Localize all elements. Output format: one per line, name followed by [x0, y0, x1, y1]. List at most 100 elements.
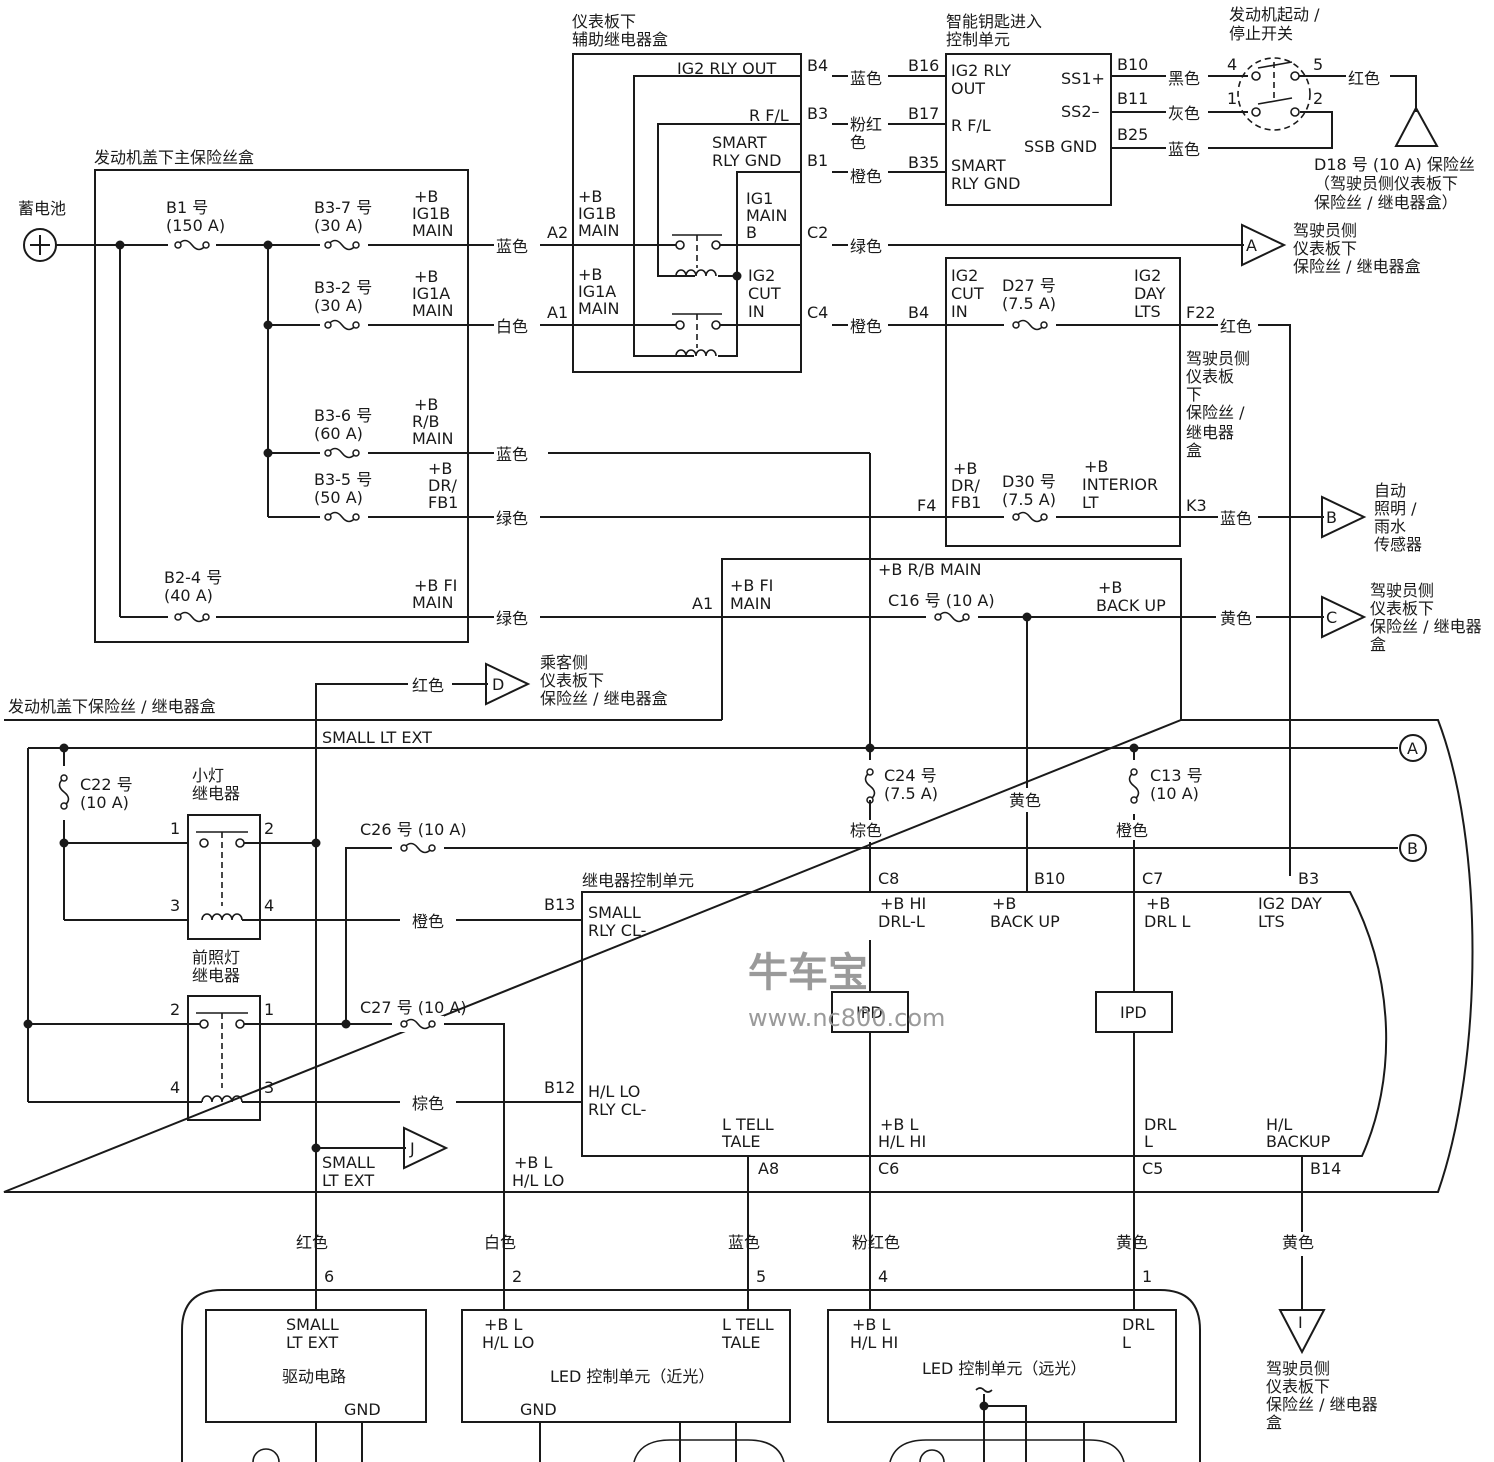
svg-text:B35: B35	[908, 153, 939, 172]
wire-color-f22: 红色	[1220, 317, 1252, 336]
wire-color-b4: 蓝色	[850, 69, 882, 88]
svg-text:+B FI: +B FI	[730, 576, 773, 595]
svg-text:仪表板下: 仪表板下	[1266, 1377, 1330, 1396]
svg-text:1: 1	[264, 1000, 274, 1019]
wire-color-c24: 棕色	[850, 821, 882, 840]
led-high-beam-title: LED 控制单元（远光）	[922, 1359, 1086, 1378]
svg-text:继电器: 继电器	[192, 784, 240, 803]
svg-text:+B: +B	[578, 265, 602, 284]
wire-color-c4: 橙色	[850, 317, 882, 336]
svg-text:B3: B3	[1298, 869, 1319, 888]
svg-text:2: 2	[170, 1000, 180, 1019]
svg-text:保险丝 / 继电器: 保险丝 / 继电器	[1370, 617, 1482, 636]
svg-text:B4: B4	[807, 56, 828, 75]
connector-d-label: 乘客侧 仪表板下 保险丝 / 继电器盒	[540, 653, 668, 708]
aux-relay-internals	[574, 75, 801, 357]
svg-text:FB1: FB1	[428, 493, 458, 512]
svg-text:GND: GND	[520, 1400, 557, 1419]
fuse-b3-7-rating: (30 A)	[314, 216, 363, 235]
svg-text:+B: +B	[1146, 894, 1170, 913]
svg-text:C: C	[1326, 608, 1337, 627]
svg-text:+B: +B	[414, 395, 438, 414]
connector-a	[1241, 223, 1287, 267]
watermark-brand: 牛车宝	[748, 950, 868, 996]
svg-text:+B L: +B L	[880, 1115, 918, 1134]
svg-text:OUT: OUT	[951, 79, 985, 98]
svg-text:盒: 盒	[1370, 635, 1386, 654]
driver-fuse-box	[945, 257, 1181, 547]
ipd-box-right	[1095, 991, 1173, 1033]
svg-text:黄色: 黄色	[1282, 1233, 1314, 1252]
start-stop-switch-title: 发动机起动 /	[1229, 5, 1320, 24]
svg-text:C7: C7	[1142, 869, 1163, 888]
svg-text:+B: +B	[992, 894, 1016, 913]
connector-d	[485, 662, 531, 706]
svg-text:RLY CL-: RLY CL-	[588, 921, 646, 940]
wire-color-b1: 橙色	[850, 167, 882, 186]
svg-text:1: 1	[1142, 1267, 1152, 1286]
svg-text:B: B	[1326, 508, 1337, 527]
ipd-box-left	[831, 991, 909, 1033]
svg-text:+B: +B	[414, 187, 438, 206]
svg-text:F4: F4	[917, 496, 936, 515]
svg-text:自动: 自动	[1374, 481, 1406, 500]
svg-text:+B: +B	[1098, 578, 1122, 597]
fuse-b3-2-rating: (30 A)	[314, 296, 363, 315]
svg-text:IG2 DAY: IG2 DAY	[1258, 894, 1322, 913]
svg-text:+B FI: +B FI	[414, 576, 457, 595]
aux-box-terminals: IG2 RLY OUT R F/L SMART RLY GND +BIG1BMA…	[578, 59, 789, 321]
svg-text:B14: B14	[1310, 1159, 1341, 1178]
svg-text:盒: 盒	[1186, 441, 1202, 460]
svg-text:继电器: 继电器	[192, 966, 240, 985]
svg-text:MAIN: MAIN	[412, 429, 453, 448]
svg-text:驾驶员侧: 驾驶员侧	[1266, 1359, 1330, 1378]
fuse-b3-2-label: B3-2 号	[314, 278, 372, 297]
svg-text:辅助继电器盒: 辅助继电器盒	[572, 30, 668, 49]
connector-i-label: 驾驶员侧 仪表板下 保险丝 / 继电器 盒	[1266, 1359, 1378, 1432]
svg-text:2: 2	[264, 819, 274, 838]
svg-text:雨水: 雨水	[1374, 517, 1406, 536]
svg-text:C4: C4	[807, 303, 828, 322]
fuse-c16-label: C16 号 (10 A)	[888, 591, 995, 610]
svg-text:2: 2	[1313, 89, 1323, 108]
svg-text:B1: B1	[807, 151, 828, 170]
fuse-c24-label: C24 号	[884, 766, 937, 785]
svg-text:CUT: CUT	[951, 284, 984, 303]
svg-text:SS2–: SS2–	[1061, 102, 1100, 121]
svg-text:MAIN: MAIN	[730, 594, 771, 613]
start-stop-switch: 4 5 1 2	[1227, 55, 1346, 131]
svg-text:4: 4	[1227, 55, 1237, 74]
svg-text:DRL: DRL	[1122, 1315, 1154, 1334]
wire-color-k3: 蓝色	[1220, 509, 1252, 528]
svg-text:6: 6	[324, 1267, 334, 1286]
svg-text:RLY CL-: RLY CL-	[588, 1100, 646, 1119]
svg-text:B4: B4	[908, 303, 929, 322]
svg-text:D: D	[492, 675, 504, 694]
main-fuse-box-title: 发动机盖下主保险丝盒	[94, 148, 254, 167]
svg-text:H/L HI: H/L HI	[878, 1132, 926, 1151]
svg-text:B25: B25	[1117, 125, 1148, 144]
svg-text:传感器: 传感器	[1374, 535, 1422, 554]
svg-text:保险丝 /: 保险丝 /	[1186, 403, 1245, 422]
svg-text:B10: B10	[1034, 869, 1065, 888]
relay-control-unit-title: 继电器控制单元	[582, 871, 694, 890]
small-light-relay-title: 小灯	[192, 766, 224, 785]
svg-text:H/L LO: H/L LO	[588, 1082, 640, 1101]
svg-text:B11: B11	[1117, 89, 1148, 108]
watermark-url: www.nc800.com	[748, 1004, 945, 1032]
svg-text:MAIN: MAIN	[412, 221, 453, 240]
rb-main-box	[721, 558, 1182, 720]
svg-text:SMART: SMART	[712, 133, 767, 152]
svg-text:+B HI: +B HI	[880, 894, 926, 913]
svg-text:F22: F22	[1186, 303, 1216, 322]
svg-text:B3: B3	[807, 104, 828, 123]
wire-color-drfb: 绿色	[496, 509, 528, 528]
svg-text:（驾驶员侧仪表板下: （驾驶员侧仪表板下	[1314, 174, 1458, 193]
fuse-d27-label: D27 号	[1002, 276, 1056, 295]
wire-color-b3: 粉红	[850, 115, 882, 134]
svg-text:R F/L: R F/L	[749, 106, 789, 125]
small-light-relay	[187, 814, 261, 940]
